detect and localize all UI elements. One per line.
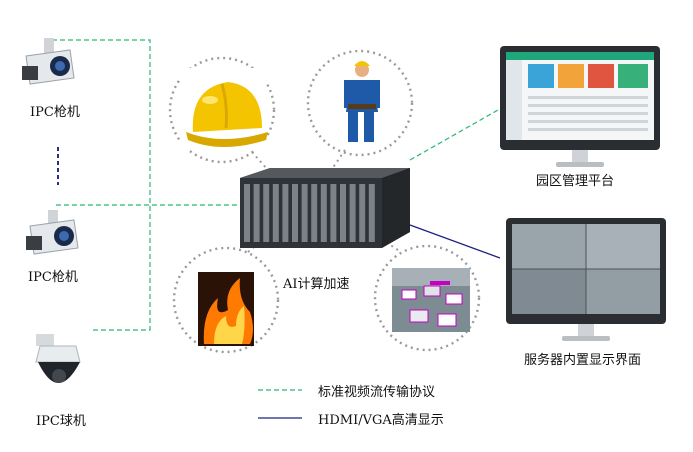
dome-camera-icon — [36, 334, 80, 383]
ai-box-slot — [340, 184, 346, 242]
platform-link — [410, 110, 498, 160]
server-monitor — [506, 218, 666, 341]
ai-box-slot — [302, 184, 308, 242]
ai-box-slot — [244, 184, 250, 242]
legend-solid-text: HDMI/VGA高清显示 — [318, 409, 444, 428]
helmet-icon — [180, 68, 268, 150]
vehicle-detection-icon — [392, 268, 470, 332]
ai-label: AI计算加速 — [283, 273, 350, 292]
hdmi-link — [410, 225, 500, 258]
platform-monitor — [500, 46, 660, 167]
camera-mid-label: IPC枪机 — [28, 266, 78, 285]
ai-box-slot — [292, 184, 298, 242]
fire-icon — [198, 272, 254, 346]
ai-box-slot — [369, 184, 375, 242]
ai-box-slot — [282, 184, 288, 242]
camera-dome-label: IPC球机 — [36, 410, 86, 429]
legend-dashed-text: 标准视频流传输协议 — [318, 381, 435, 400]
camera-top-label: IPC枪机 — [30, 101, 80, 120]
camera-top-icon — [22, 38, 74, 84]
ai-box-slot — [350, 184, 356, 242]
ai-box-slot — [321, 184, 327, 242]
ai-box-slot — [263, 184, 269, 242]
ai-box-slot — [273, 184, 279, 242]
camera-mid-icon — [26, 210, 78, 254]
ai-box-slot — [254, 184, 260, 242]
platform-label: 园区管理平台 — [536, 170, 614, 189]
camera-top-link — [52, 40, 150, 330]
worker-icon — [344, 61, 380, 142]
ai-box-slot — [330, 184, 336, 242]
server-ui-label: 服务器内置显示界面 — [524, 349, 641, 368]
ai-box-slot — [311, 184, 317, 242]
ai-box-slot — [359, 184, 365, 242]
